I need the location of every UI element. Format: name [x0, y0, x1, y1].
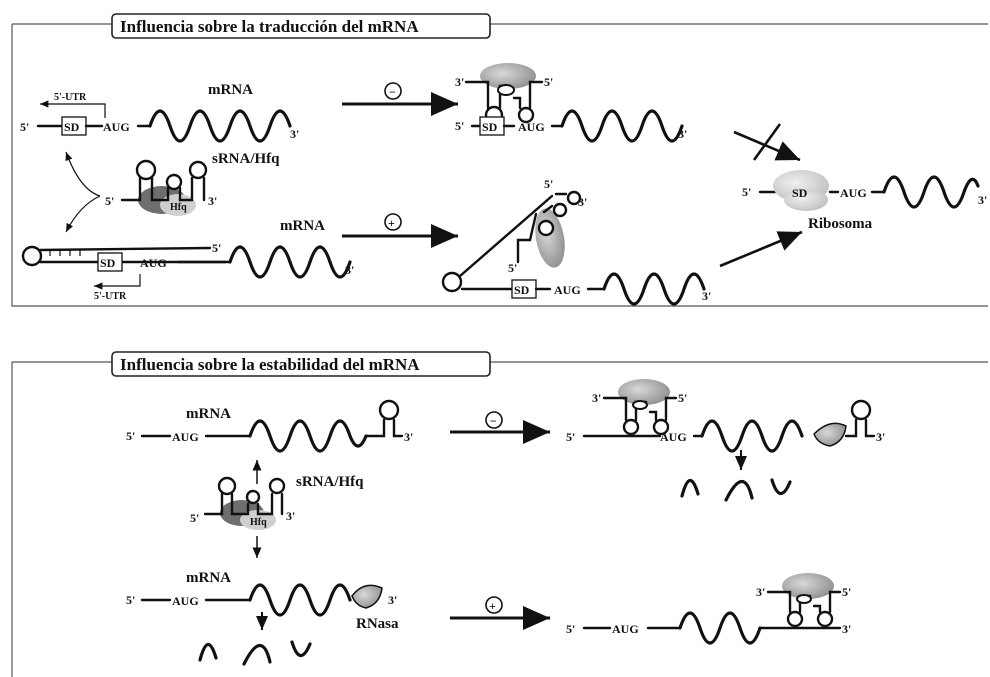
svg-text:3': 3' — [702, 289, 711, 303]
svg-text:SD: SD — [514, 283, 530, 297]
svg-text:AUG: AUG — [554, 283, 581, 297]
repressed-complex: 3' 5' 5' SD AUG 3' — [455, 63, 687, 143]
svg-text:3': 3' — [290, 127, 299, 141]
svg-text:−: − — [389, 85, 396, 99]
svg-text:sRNA/Hfq: sRNA/Hfq — [296, 474, 364, 490]
svg-text:3': 3' — [678, 127, 687, 141]
rnase-label: RNasa — [356, 616, 399, 632]
svg-text:SD: SD — [100, 256, 116, 270]
svg-text:−: − — [490, 414, 497, 428]
svg-text:5': 5' — [190, 511, 199, 525]
svg-text:AUG: AUG — [140, 256, 167, 270]
mrna-stable: 5' AUG 3' mRNA — [126, 399, 413, 453]
srna-hfq-label: sRNA/Hfq — [212, 151, 280, 167]
mrna-with-rnase: 5' AUG 3' mRNA RNasa — [126, 570, 399, 666]
srna-hfq-complex: 5' Hfq 3' sRNA/Hfq — [105, 151, 280, 216]
svg-text:5': 5' — [126, 593, 135, 607]
ribosome-mrna: 5' SD AUG 3' Ribosoma — [742, 170, 987, 232]
svg-text:3': 3' — [876, 430, 885, 444]
svg-text:3': 3' — [592, 391, 601, 405]
hfq-label: Hfq — [170, 202, 187, 213]
svg-text:5': 5' — [508, 261, 517, 275]
svg-text:+: + — [388, 216, 395, 230]
svg-text:AUG: AUG — [518, 120, 545, 134]
svg-text:5': 5' — [212, 241, 221, 255]
svg-text:Hfq: Hfq — [250, 517, 267, 528]
svg-text:5': 5' — [566, 622, 575, 636]
svg-text:3': 3' — [404, 430, 413, 444]
svg-text:3': 3' — [345, 263, 354, 277]
svg-text:5'-UTR: 5'-UTR — [94, 291, 127, 302]
mrna-degraded: 3' 5' 5' AUG 3' — [566, 379, 885, 502]
svg-text:3': 3' — [978, 193, 987, 207]
svg-text:mRNA: mRNA — [186, 570, 231, 586]
svg-text:5': 5' — [544, 177, 553, 191]
svg-text:3': 3' — [388, 593, 397, 607]
svg-text:mRNA: mRNA — [186, 406, 231, 422]
svg-text:5': 5' — [455, 119, 464, 133]
svg-text:SD: SD — [482, 120, 498, 134]
sd-label: SD — [64, 120, 80, 134]
srna-hfq-complex-2: 5' Hfq 3' sRNA/Hfq — [190, 474, 364, 530]
activated-complex: 5' 3' 5' SD AUG 3' — [441, 177, 803, 306]
mrna-label: mRNA — [208, 82, 253, 98]
svg-text:3': 3' — [578, 195, 587, 209]
svg-text:3': 3' — [842, 622, 851, 636]
translation-panel: Influencia sobre la traducción del mRNA — [11, 13, 988, 307]
mrna-top-left: 5' SD AUG 3' mRNA 5'-UTR — [20, 82, 299, 143]
svg-text:5': 5' — [126, 429, 135, 443]
utr-label: 5'-UTR — [54, 92, 87, 103]
svg-text:5': 5' — [842, 585, 851, 599]
translation-panel-title: Influencia sobre la traducción del mRNA — [120, 17, 419, 36]
svg-text:3': 3' — [455, 75, 464, 89]
aug-label: AUG — [103, 120, 130, 134]
blocked-arrow — [733, 123, 801, 162]
svg-text:AUG: AUG — [172, 430, 199, 444]
inhibition-arrow-2: − — [450, 411, 550, 444]
svg-text:3': 3' — [208, 194, 217, 208]
mrna-stabilized: 5' AUG 3' 5' 3' — [566, 573, 851, 645]
five-prime-label: 5' — [20, 120, 29, 134]
svg-text:AUG: AUG — [172, 594, 199, 608]
svg-text:5': 5' — [742, 185, 751, 199]
svg-text:5': 5' — [105, 194, 114, 208]
svg-text:AUG: AUG — [840, 186, 867, 200]
svg-text:3': 3' — [286, 509, 295, 523]
mrna-bottom-left-hairpin: 5' SD AUG 3' mRNA 5'-UTR — [21, 218, 354, 302]
svg-text:5': 5' — [544, 75, 553, 89]
svg-text:mRNA: mRNA — [280, 218, 325, 234]
svg-text:+: + — [489, 599, 496, 613]
ribosome-label: Ribosoma — [808, 216, 873, 232]
branch-arrows — [65, 151, 101, 233]
svg-text:AUG: AUG — [660, 430, 687, 444]
svg-text:3': 3' — [756, 585, 765, 599]
activation-arrow-2: + — [450, 596, 550, 630]
inhibition-arrow: − — [342, 82, 458, 116]
svg-text:5': 5' — [566, 430, 575, 444]
svg-text:AUG: AUG — [612, 622, 639, 636]
svg-text:SD: SD — [792, 186, 808, 200]
stability-panel: Influencia sobre la estabilidad del mRNA — [11, 351, 988, 677]
svg-text:5': 5' — [678, 391, 687, 405]
stability-panel-title: Influencia sobre la estabilidad del mRNA — [120, 355, 420, 374]
activation-arrow: + — [342, 213, 458, 248]
